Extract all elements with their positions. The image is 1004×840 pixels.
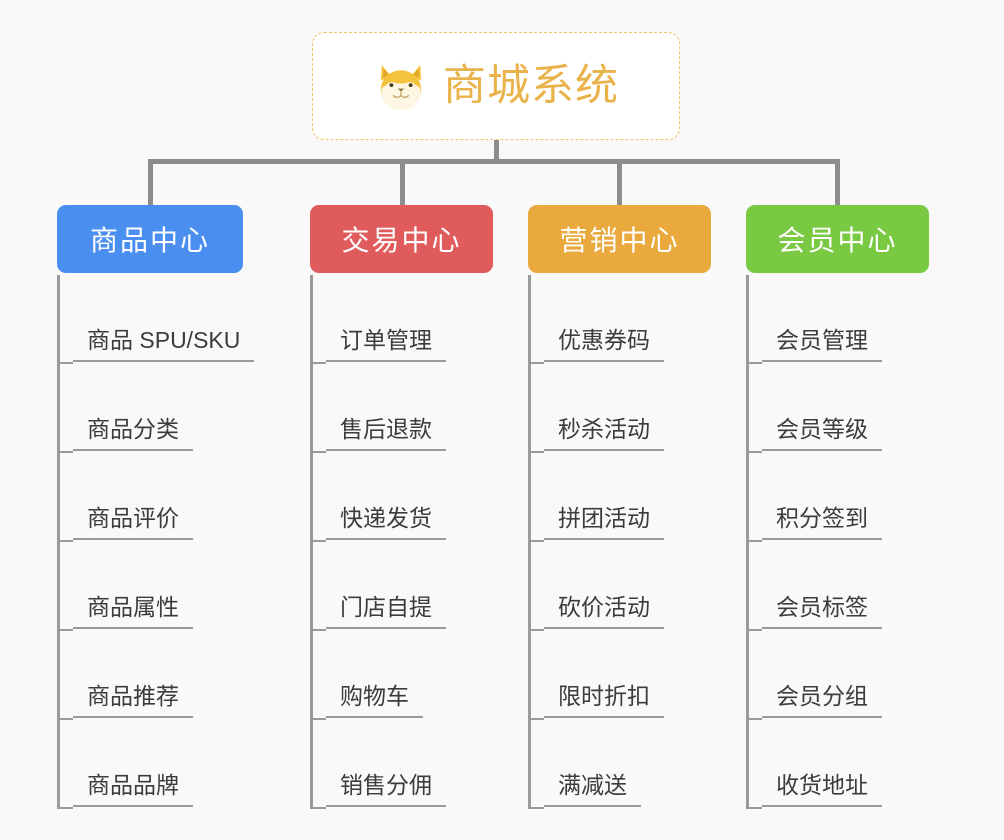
list-item[interactable]: 会员分组	[749, 631, 929, 720]
list-item[interactable]: 商品属性	[60, 542, 282, 631]
child-label: 砍价活动	[544, 594, 664, 629]
list-item[interactable]: 商品品牌	[60, 720, 282, 809]
list-item[interactable]: 商品推荐	[60, 631, 282, 720]
child-label: 销售分佣	[326, 772, 446, 807]
child-label: 订单管理	[326, 327, 446, 362]
child-label: 快递发货	[326, 505, 446, 540]
list-item[interactable]: 会员标签	[749, 542, 929, 631]
root-node-card[interactable]: 商城系统	[312, 32, 680, 140]
list-item[interactable]: 会员管理	[749, 275, 929, 364]
category-node-1[interactable]: 商品中心	[57, 205, 243, 273]
category-node-3[interactable]: 营销中心	[528, 205, 711, 273]
list-item[interactable]: 砍价活动	[531, 542, 711, 631]
branch-column-4: 会员中心 会员管理 会员等级 积分签到 会员标签 会员分组 收货地址	[746, 205, 929, 809]
child-label: 商品推荐	[73, 683, 193, 718]
list-item[interactable]: 秒杀活动	[531, 364, 711, 453]
list-item[interactable]: 销售分佣	[313, 720, 493, 809]
branch-column-1: 商品中心 商品 SPU/SKU 商品分类 商品评价 商品属性 商品推荐 商品品牌	[57, 205, 282, 809]
connector-drop-2	[400, 159, 405, 205]
connector-drop-3	[617, 159, 622, 205]
child-list-2: 订单管理 售后退款 快递发货 门店自提 购物车 销售分佣	[310, 275, 493, 809]
connector-root-stem	[494, 140, 499, 162]
child-label: 积分签到	[762, 505, 882, 540]
category-node-4[interactable]: 会员中心	[746, 205, 929, 273]
connector-horizontal-bus	[148, 159, 840, 164]
list-item[interactable]: 拼团活动	[531, 453, 711, 542]
connector-drop-4	[835, 159, 840, 205]
list-item[interactable]: 商品评价	[60, 453, 282, 542]
child-label: 门店自提	[326, 594, 446, 629]
child-label: 商品品牌	[73, 772, 193, 807]
connector-drop-1	[148, 159, 153, 205]
child-label: 限时折扣	[544, 683, 664, 718]
child-label: 商品属性	[73, 594, 193, 629]
list-item[interactable]: 收货地址	[749, 720, 929, 809]
child-label: 会员标签	[762, 594, 882, 629]
child-label: 商品 SPU/SKU	[73, 327, 255, 362]
child-label: 购物车	[326, 683, 423, 718]
child-label: 商品分类	[73, 416, 193, 451]
list-item[interactable]: 快递发货	[313, 453, 493, 542]
child-label: 收货地址	[762, 772, 882, 807]
category-node-2[interactable]: 交易中心	[310, 205, 493, 273]
child-label: 满减送	[544, 772, 641, 807]
list-item[interactable]: 限时折扣	[531, 631, 711, 720]
list-item[interactable]: 售后退款	[313, 364, 493, 453]
child-label: 秒杀活动	[544, 416, 664, 451]
child-label: 拼团活动	[544, 505, 664, 540]
root-node-title: 商城系统	[443, 61, 619, 110]
list-item[interactable]: 满减送	[531, 720, 711, 809]
child-label: 会员分组	[762, 683, 882, 718]
child-label: 售后退款	[326, 416, 446, 451]
list-item[interactable]: 商品 SPU/SKU	[60, 275, 282, 364]
child-list-3: 优惠券码 秒杀活动 拼团活动 砍价活动 限时折扣 满减送	[528, 275, 711, 809]
list-item[interactable]: 积分签到	[749, 453, 929, 542]
child-label: 商品评价	[73, 505, 193, 540]
list-item[interactable]: 会员等级	[749, 364, 929, 453]
child-list-4: 会员管理 会员等级 积分签到 会员标签 会员分组 收货地址	[746, 275, 929, 809]
branch-column-2: 交易中心 订单管理 售后退款 快递发货 门店自提 购物车 销售分佣	[310, 205, 493, 809]
child-label: 会员等级	[762, 416, 882, 451]
child-list-1: 商品 SPU/SKU 商品分类 商品评价 商品属性 商品推荐 商品品牌	[57, 275, 282, 809]
branch-column-3: 营销中心 优惠券码 秒杀活动 拼团活动 砍价活动 限时折扣 满减送	[528, 205, 711, 809]
list-item[interactable]: 优惠券码	[531, 275, 711, 364]
list-item[interactable]: 商品分类	[60, 364, 282, 453]
child-label: 会员管理	[762, 327, 882, 362]
list-item[interactable]: 购物车	[313, 631, 493, 720]
shiba-dog-face-icon	[380, 65, 422, 111]
child-label: 优惠券码	[544, 327, 664, 362]
list-item[interactable]: 订单管理	[313, 275, 493, 364]
list-item[interactable]: 门店自提	[313, 542, 493, 631]
